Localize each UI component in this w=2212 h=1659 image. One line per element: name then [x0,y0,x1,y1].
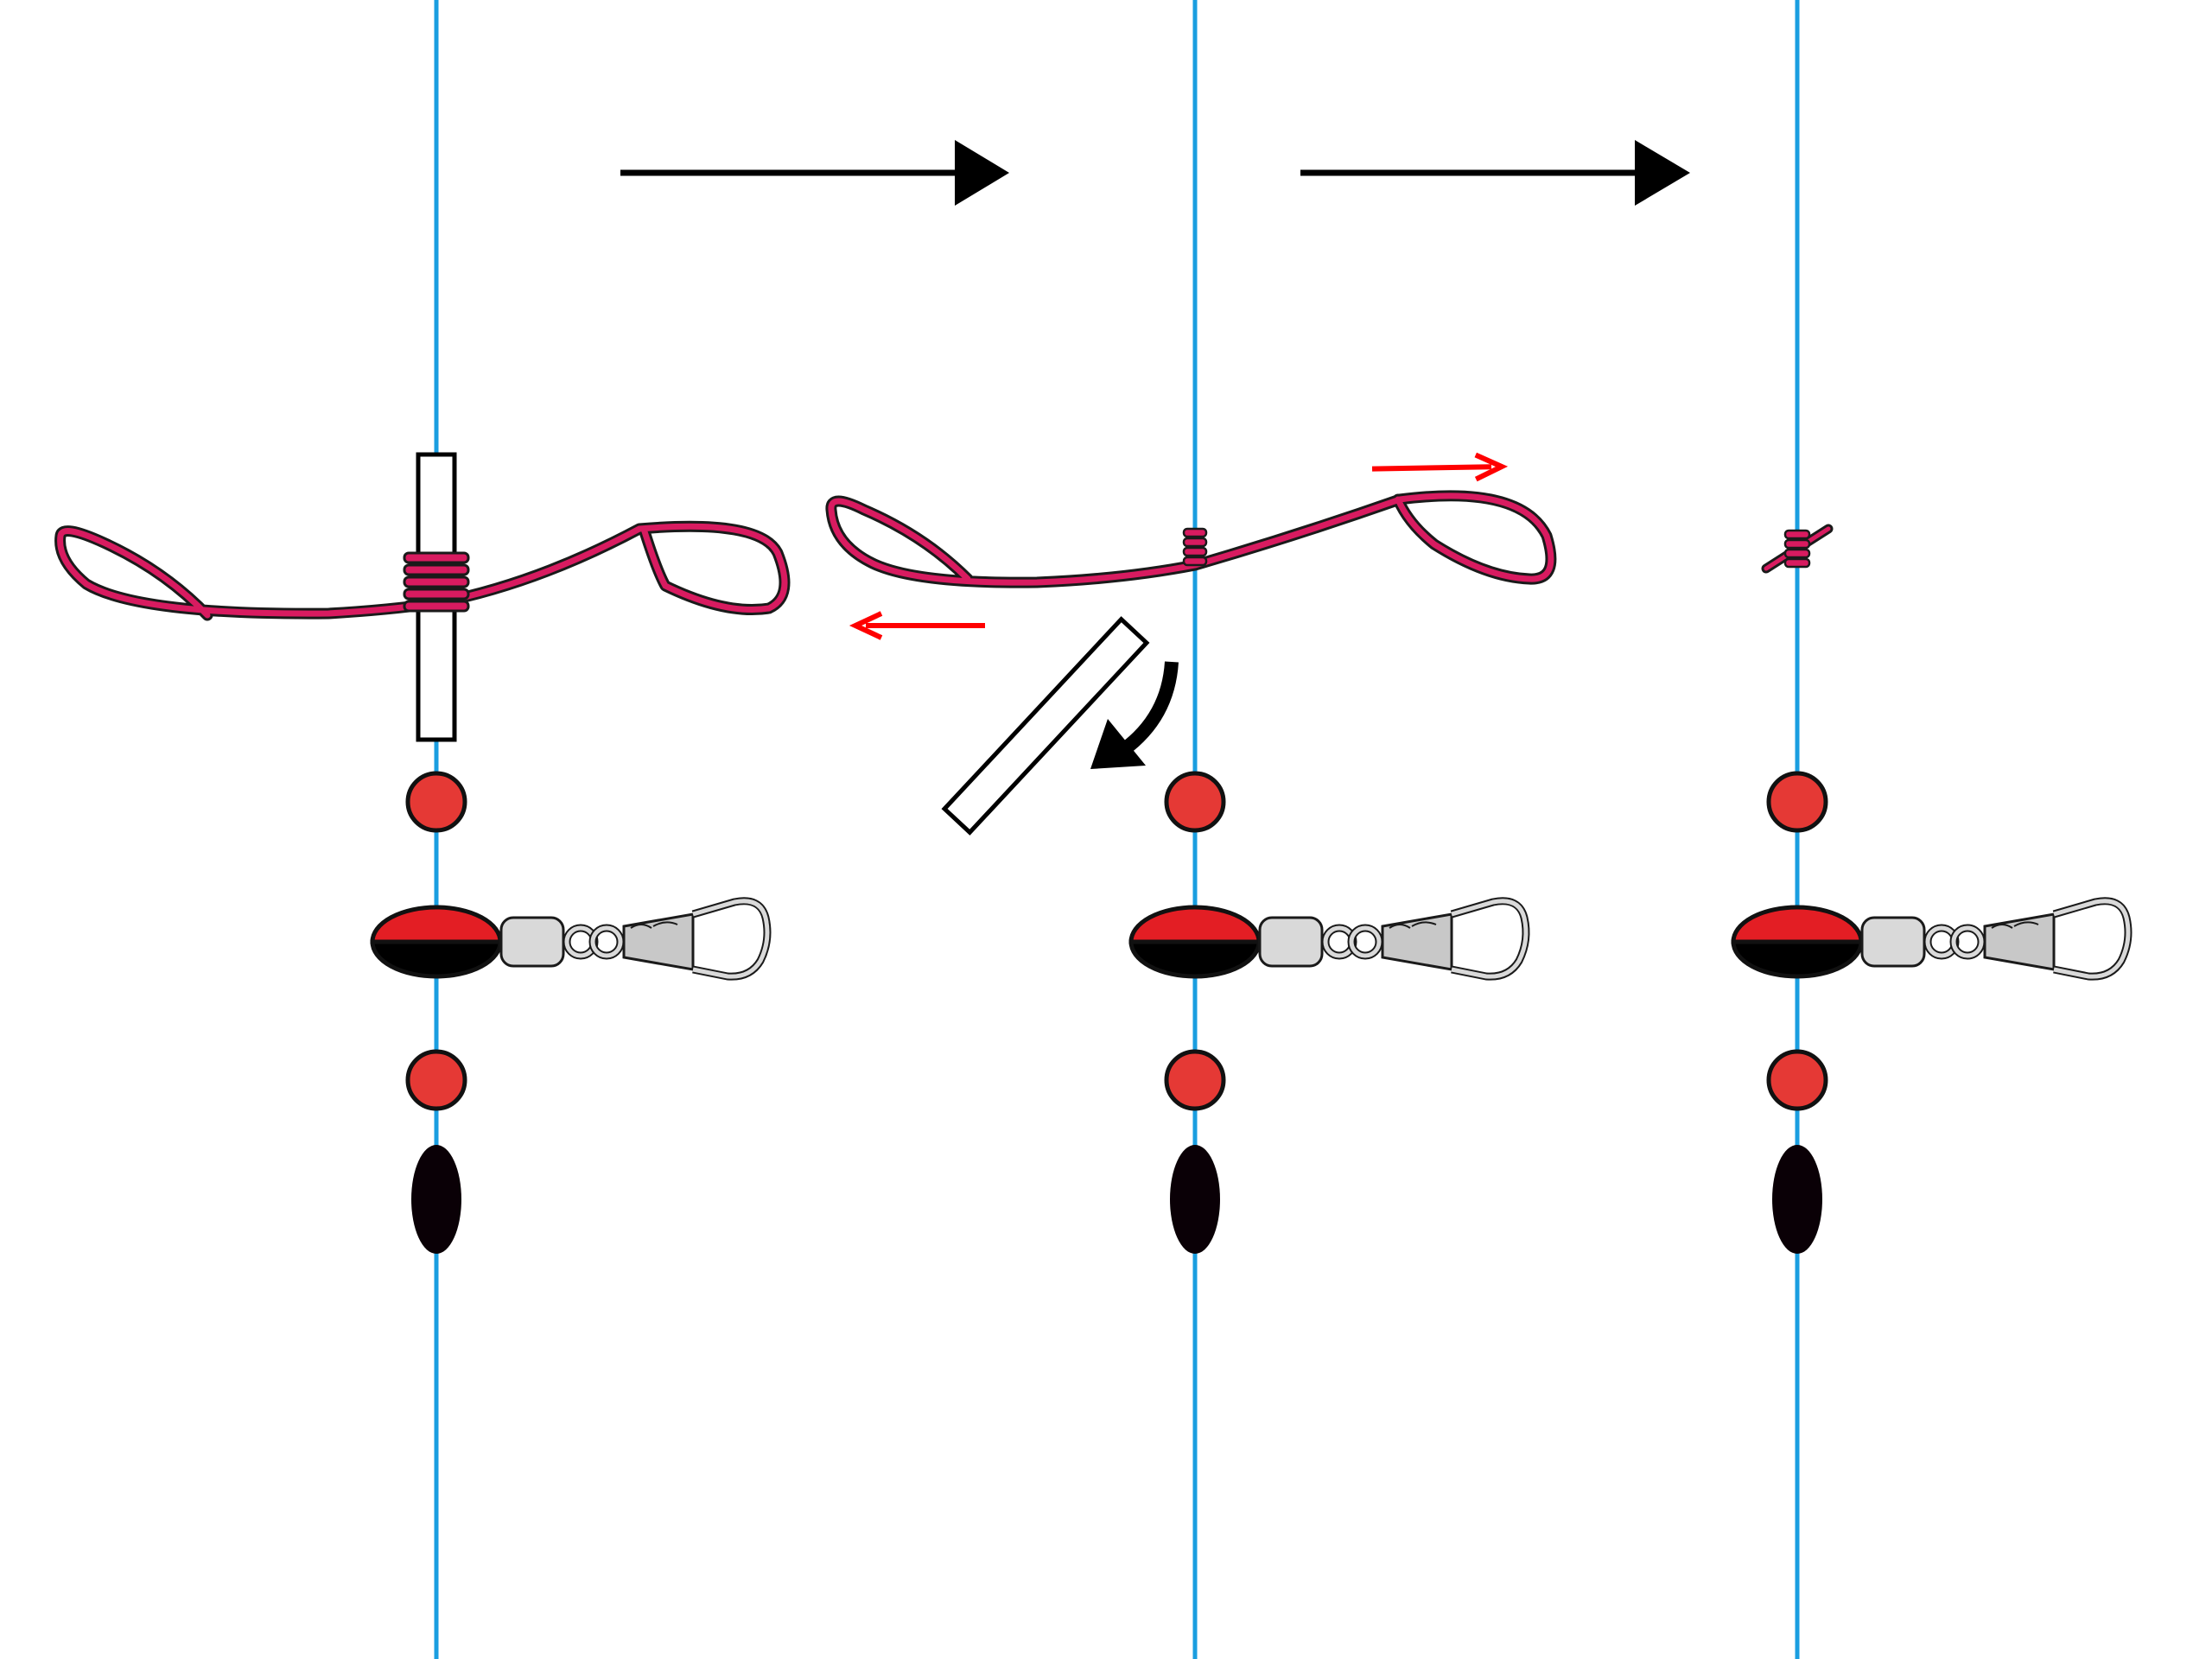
step-3-group [1733,524,2128,1254]
knot-wraps [1182,527,1208,567]
right-arrow-icon [620,140,1009,206]
step-1-group [54,452,791,1254]
swivel-snap [1260,901,1526,976]
stopper-tube-removed [941,616,1150,836]
right-arrow-icon [1372,454,1502,481]
right-arrow-icon [1300,140,1690,206]
curved-arrow-icon [1090,661,1179,769]
step-2-group [825,454,1557,1254]
knot-wraps [1783,529,1811,569]
knot-wraps [403,551,470,613]
swivel-snap [1862,901,2128,976]
swivel-snap [501,901,767,976]
left-arrow-icon [855,613,985,638]
